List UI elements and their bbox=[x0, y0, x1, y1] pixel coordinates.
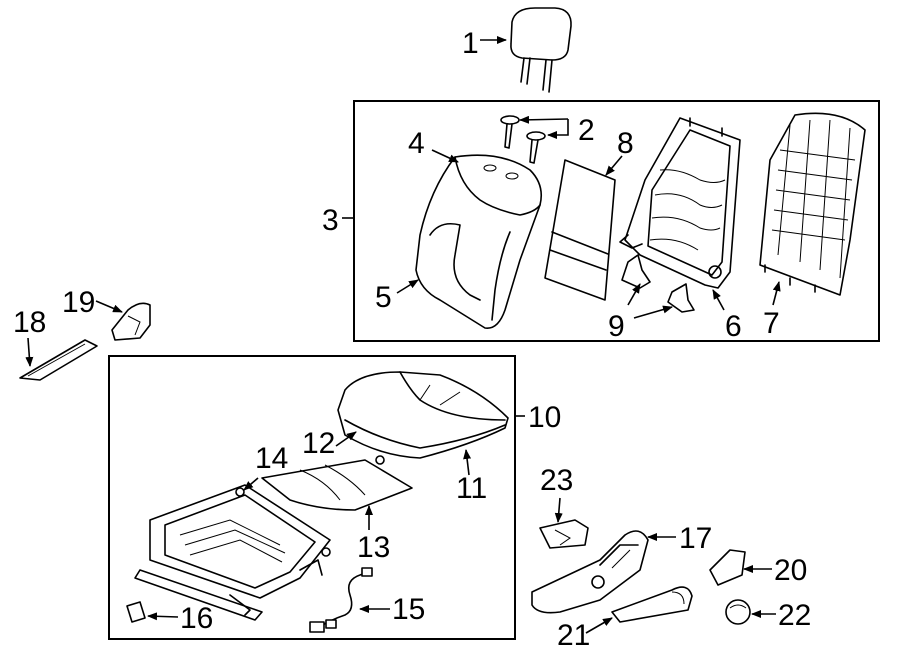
callout-8: 8 bbox=[617, 127, 634, 160]
headrest-guide-pins[interactable] bbox=[500, 115, 546, 164]
callout-5: 5 bbox=[375, 281, 392, 314]
side-trim-part[interactable] bbox=[611, 586, 693, 623]
seatback-group-box bbox=[353, 100, 880, 342]
cushion-pad-part[interactable] bbox=[261, 455, 413, 511]
callout-23: 23 bbox=[540, 464, 573, 497]
hinge-cover-part[interactable] bbox=[111, 302, 151, 341]
seatback-brackets-part[interactable] bbox=[621, 254, 695, 313]
side-shield-part[interactable] bbox=[531, 530, 649, 614]
callout-15: 15 bbox=[392, 593, 425, 626]
callout-4: 4 bbox=[408, 127, 425, 160]
trim-cover-part[interactable] bbox=[19, 339, 98, 381]
callout-2: 2 bbox=[578, 114, 595, 147]
callout-16: 16 bbox=[180, 602, 213, 635]
adjust-knob-part[interactable] bbox=[709, 549, 746, 586]
bracket-part[interactable] bbox=[539, 519, 589, 549]
seatback-pad-part[interactable] bbox=[759, 112, 866, 296]
headrest-part[interactable] bbox=[510, 7, 572, 93]
seat-cushion-part[interactable] bbox=[337, 371, 509, 459]
cap-part[interactable] bbox=[725, 599, 751, 625]
callout-6: 6 bbox=[725, 310, 742, 343]
callout-3: 3 bbox=[322, 204, 339, 237]
callout-21: 21 bbox=[557, 619, 590, 652]
callout-19: 19 bbox=[62, 286, 95, 319]
callout-22: 22 bbox=[778, 599, 811, 632]
clip-part[interactable] bbox=[126, 601, 146, 623]
callout-18: 18 bbox=[13, 306, 46, 339]
seatback-panel-part[interactable] bbox=[544, 159, 616, 301]
cushion-group-box bbox=[108, 355, 516, 640]
callout-17: 17 bbox=[679, 522, 712, 555]
seatback-frame-part[interactable] bbox=[619, 117, 741, 289]
callout-7: 7 bbox=[763, 307, 780, 340]
callout-11: 11 bbox=[456, 472, 487, 505]
seatback-cover-part[interactable] bbox=[415, 154, 543, 329]
callout-20: 20 bbox=[774, 554, 807, 587]
seat-frame-part[interactable] bbox=[134, 484, 331, 621]
callout-13: 13 bbox=[357, 531, 390, 564]
wire-harness-part[interactable] bbox=[309, 567, 373, 633]
callout-10: 10 bbox=[528, 401, 561, 434]
callout-14: 14 bbox=[255, 442, 288, 475]
callout-1: 1 bbox=[462, 27, 479, 60]
callout-9: 9 bbox=[608, 310, 625, 343]
callout-12: 12 bbox=[302, 427, 335, 460]
